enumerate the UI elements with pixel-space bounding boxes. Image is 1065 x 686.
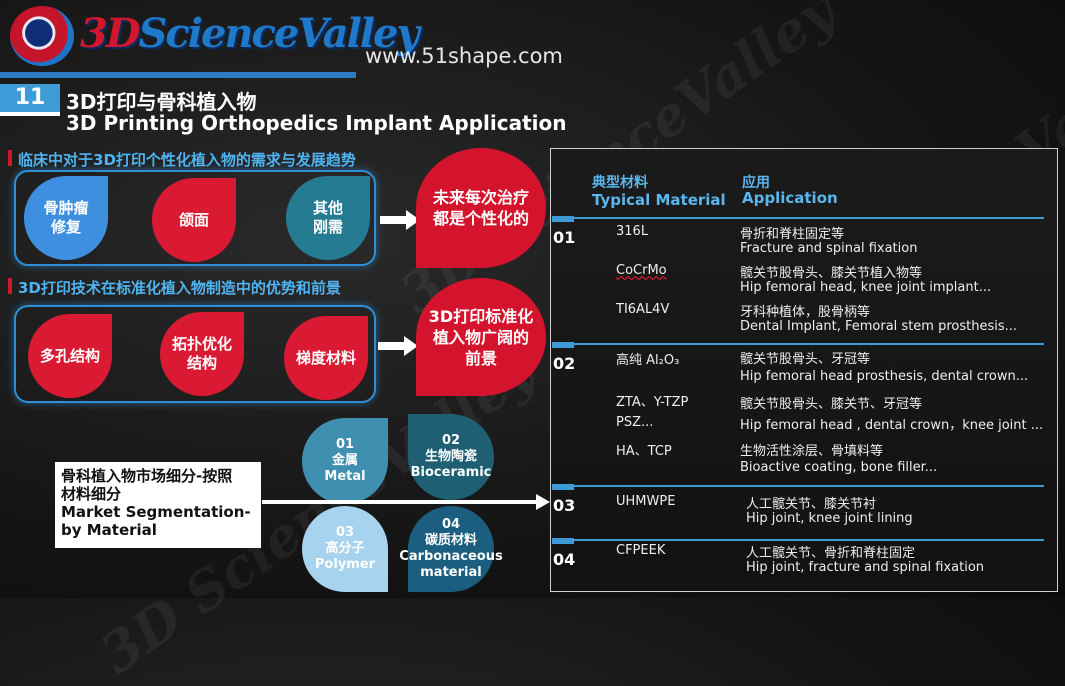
application-cn-cell: 生物活性涂层、骨填料等 xyxy=(740,444,884,459)
group-number: 02 xyxy=(553,354,576,373)
application-en-cell: Hip femoral head, knee joint implant... xyxy=(740,280,992,295)
section-marker xyxy=(8,150,12,166)
section1-conclusion: 未来每次治疗 都是个性化的 xyxy=(416,148,546,268)
material-cell: 316L xyxy=(616,224,649,239)
section2-frame xyxy=(14,305,376,403)
arrow-right-icon xyxy=(262,494,550,510)
application-cn-cell: 髋关节股骨头、膝关节植入物等 xyxy=(740,266,923,281)
material-cell: UHMWPE xyxy=(616,494,676,509)
section1-frame xyxy=(14,170,376,266)
col-material-header-en: Typical Material xyxy=(592,191,726,209)
section2-item-topology: 拓扑优化 结构 xyxy=(160,312,244,396)
section1-item-other: 其他 刚需 xyxy=(286,176,370,260)
group-divider xyxy=(574,539,1044,541)
slide-title-en: 3D Printing Orthopedics Implant Applicat… xyxy=(66,111,567,135)
group-divider xyxy=(574,217,1044,219)
header-divider xyxy=(0,72,356,78)
col-application-header-cn: 应用 xyxy=(742,175,770,191)
application-cn-cell: 牙科种植体，股骨柄等 xyxy=(740,305,871,320)
application-en-cell: Hip joint, knee joint lining xyxy=(746,511,913,526)
application-en-cell: Dental Implant, Femoral stem prosthesis.… xyxy=(740,319,1018,334)
col-application-header-en: Application xyxy=(742,189,838,207)
group-tab xyxy=(552,216,574,222)
slide-number-underline xyxy=(0,112,60,116)
application-cn-cell: 髋关节股骨头、膝关节、牙冠等 xyxy=(740,397,923,412)
segmentation-label: 骨科植入物市场细分-按照 材料细分 Market Segmentation- b… xyxy=(55,462,261,548)
application-en-cell: Hip femoral head prosthesis, dental crow… xyxy=(740,369,1029,384)
application-cn-cell: 人工髋关节、膝关节衬 xyxy=(746,497,877,512)
col-material-header-cn: 典型材料 xyxy=(592,175,648,191)
group-tab xyxy=(552,484,574,490)
material-cell: HA、TCP xyxy=(616,444,672,459)
section2-heading: 3D打印技术在标准化植入物制造中的优势和前景 xyxy=(18,279,341,297)
section1-item-maxillofacial: 颌面 xyxy=(152,178,236,262)
group-tab xyxy=(552,342,574,348)
material-cell: TI6AL4V xyxy=(616,302,670,317)
application-en-cell: Hip femoral head , dental crown，knee joi… xyxy=(740,418,1044,433)
application-en-cell: Fracture and spinal fixation xyxy=(740,241,918,256)
application-cn-cell: 骨折和脊柱固定等 xyxy=(740,227,845,242)
section1-heading: 临床中对于3D打印个性化植入物的需求与发展趋势 xyxy=(18,151,356,169)
group-tab xyxy=(552,538,574,544)
site-url: www.51shape.com xyxy=(365,44,563,68)
material-table-panel xyxy=(550,148,1058,592)
logo-icon xyxy=(10,6,74,66)
section-marker xyxy=(8,278,12,294)
logo-text: 3DScienceValley xyxy=(80,10,420,57)
material-cell: CoCrMo xyxy=(616,263,667,278)
arrow-right-icon xyxy=(380,210,420,230)
group-divider xyxy=(574,485,1044,487)
slide-number: 11 xyxy=(0,84,60,112)
section1-item-bone-tumor: 骨肿瘤 修复 xyxy=(24,176,108,260)
material-cell: 高纯 Al₂O₃ xyxy=(616,353,680,368)
application-en-cell: Hip joint, fracture and spinal fixation xyxy=(746,560,985,575)
slide-title-cn: 3D打印与骨科植入物 xyxy=(66,90,257,114)
material-cell: ZTA、Y-TZP PSZ... xyxy=(616,395,689,430)
application-cn-cell: 人工髋关节、骨折和脊柱固定 xyxy=(746,546,916,561)
group-divider xyxy=(574,343,1044,345)
arrow-right-icon xyxy=(378,336,418,356)
material-cell: CFPEEK xyxy=(616,543,666,558)
section2-item-gradient: 梯度材料 xyxy=(284,316,368,400)
section2-conclusion: 3D打印标准化 植入物广阔的 前景 xyxy=(416,278,546,396)
application-cn-cell: 髋关节股骨头、牙冠等 xyxy=(740,352,871,367)
group-number: 04 xyxy=(553,550,576,569)
group-number: 03 xyxy=(553,496,576,515)
application-en-cell: Bioactive coating, bone filler... xyxy=(740,460,938,475)
section2-item-porous: 多孔结构 xyxy=(28,314,112,398)
group-number: 01 xyxy=(553,228,576,247)
